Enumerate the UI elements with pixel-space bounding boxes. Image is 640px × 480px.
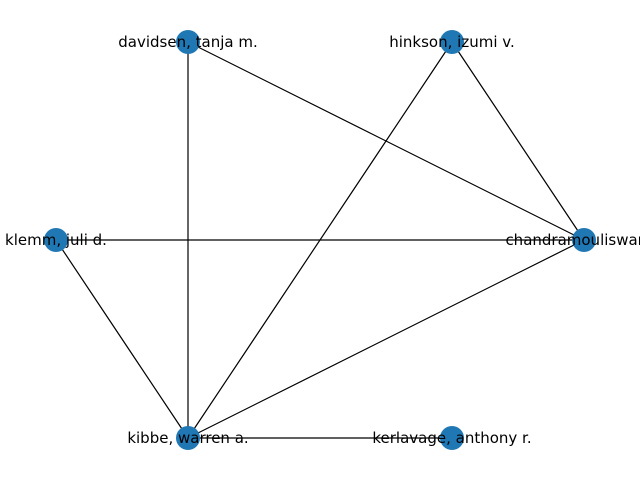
node-chandra: [572, 228, 596, 252]
node-klemm: [44, 228, 68, 252]
edge-hinkson-chandra: [451, 41, 585, 241]
node-label-kerlavage: kerlavage, anthony r.: [372, 429, 531, 447]
node-label-klemm: klemm, juli d.: [5, 231, 107, 249]
edge-klemm-kibbe: [55, 239, 189, 439]
edge-layer: [55, 41, 585, 439]
node-davidsen: [176, 30, 200, 54]
node-hinkson: [440, 30, 464, 54]
node-label-chandra: chandramouliswaran: [505, 231, 640, 249]
label-layer: davidsen, tanja m. hinkson, izumi v. klemm…: [5, 33, 640, 447]
node-layer: [44, 30, 596, 450]
node-label-davidsen: davidsen, tanja m.: [118, 33, 257, 51]
node-kerlavage: [440, 426, 464, 450]
node-label-kibbe: kibbe, warren a.: [127, 429, 248, 447]
edge-kibbe-chandra: [187, 239, 585, 439]
node-kibbe: [176, 426, 200, 450]
node-label-hinkson: hinkson, izumi v.: [389, 33, 514, 51]
